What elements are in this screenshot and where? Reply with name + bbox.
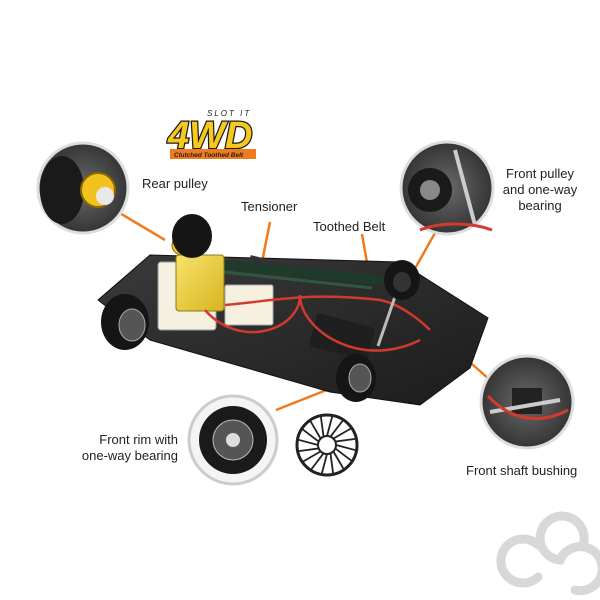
rim-spoke	[309, 420, 322, 440]
wheel-rear-left-rim	[118, 308, 146, 342]
wheel-front-right-hub	[393, 272, 411, 292]
slotit-4wd-logo: SLOT IT 4WD Clutched Toothed Belt	[166, 109, 256, 159]
label-front-rim-line1: Front rim with	[99, 432, 178, 447]
wire-red-1	[204, 294, 421, 352]
wheel-rear-right	[172, 214, 212, 258]
rim-spoke	[320, 453, 328, 474]
rim-spoke	[332, 427, 352, 440]
rim-spoke	[334, 447, 352, 462]
spoked-rim-illustration	[295, 413, 359, 477]
rim-spokes	[298, 416, 356, 474]
rim-spoke	[326, 416, 334, 437]
label-front-pulley-line1: Front pulley	[506, 166, 574, 181]
rim-inner-ring	[317, 435, 337, 455]
label-tensioner: Tensioner	[241, 199, 298, 214]
zoom-bushing-block	[512, 388, 542, 414]
rim-spoke	[319, 416, 325, 437]
rim-spoke	[298, 438, 319, 446]
rim-spoke	[329, 420, 344, 438]
watermark-s	[535, 511, 600, 596]
label-rear-pulley: Rear pulley	[142, 176, 208, 191]
label-front-shaft-bushing: Front shaft bushing	[466, 463, 578, 478]
zoom-rear-pulley	[36, 141, 130, 235]
label-front-rim-line2: one-way bearing	[81, 448, 178, 463]
zoom-front-pulley	[399, 140, 495, 236]
wheel-front-left-rim	[348, 363, 372, 393]
rim-spoke	[329, 453, 335, 474]
label-front-pulley-line2: and one-way	[502, 182, 578, 197]
rim-spoke	[302, 428, 320, 443]
toothed-belt	[195, 257, 385, 285]
rim-spoke	[335, 444, 356, 452]
wire-red-2	[224, 295, 431, 331]
zoom-front-rim	[187, 394, 279, 486]
zoom-front-hub	[420, 180, 440, 200]
callout-line-rear-pulley	[117, 210, 166, 242]
zoom-rear-tire	[40, 156, 84, 224]
callout-line-tensioner	[260, 221, 272, 263]
zoom-front-wire	[419, 222, 493, 232]
logo-brand: SLOT IT	[207, 109, 251, 118]
logo-banner	[170, 149, 256, 159]
zoom-rim-bearing	[226, 433, 240, 447]
rim-spoke	[302, 450, 322, 463]
rim-spoke	[332, 450, 345, 470]
label-front-rim: Front rim with one-way bearing	[70, 432, 178, 464]
rim-spoke	[310, 452, 325, 470]
cs-watermark	[496, 511, 600, 596]
rim-outer-ring	[295, 413, 359, 477]
zoom-rear-pulley-part	[96, 187, 114, 205]
zoom-front-shaft	[453, 149, 477, 226]
label-front-pulley-line3: bearing	[518, 198, 562, 213]
toothed-belt-highlight	[204, 268, 373, 290]
wheels	[101, 214, 420, 402]
zoom-bushing-wire	[486, 394, 569, 420]
rim-spoke	[335, 437, 356, 443]
chassis	[97, 234, 489, 406]
watermark-c	[496, 534, 543, 588]
logo-sub: Clutched Toothed Belt	[174, 152, 244, 159]
tensioner	[249, 255, 276, 267]
zoom-bushing-shaft	[489, 398, 561, 414]
zoom-front-shaft-bushing	[479, 354, 575, 450]
label-toothed-belt: Toothed Belt	[313, 219, 386, 234]
label-front-pulley: Front pulley and one-way bearing	[500, 166, 580, 214]
rim-spoke	[298, 447, 319, 453]
motor	[175, 254, 225, 312]
